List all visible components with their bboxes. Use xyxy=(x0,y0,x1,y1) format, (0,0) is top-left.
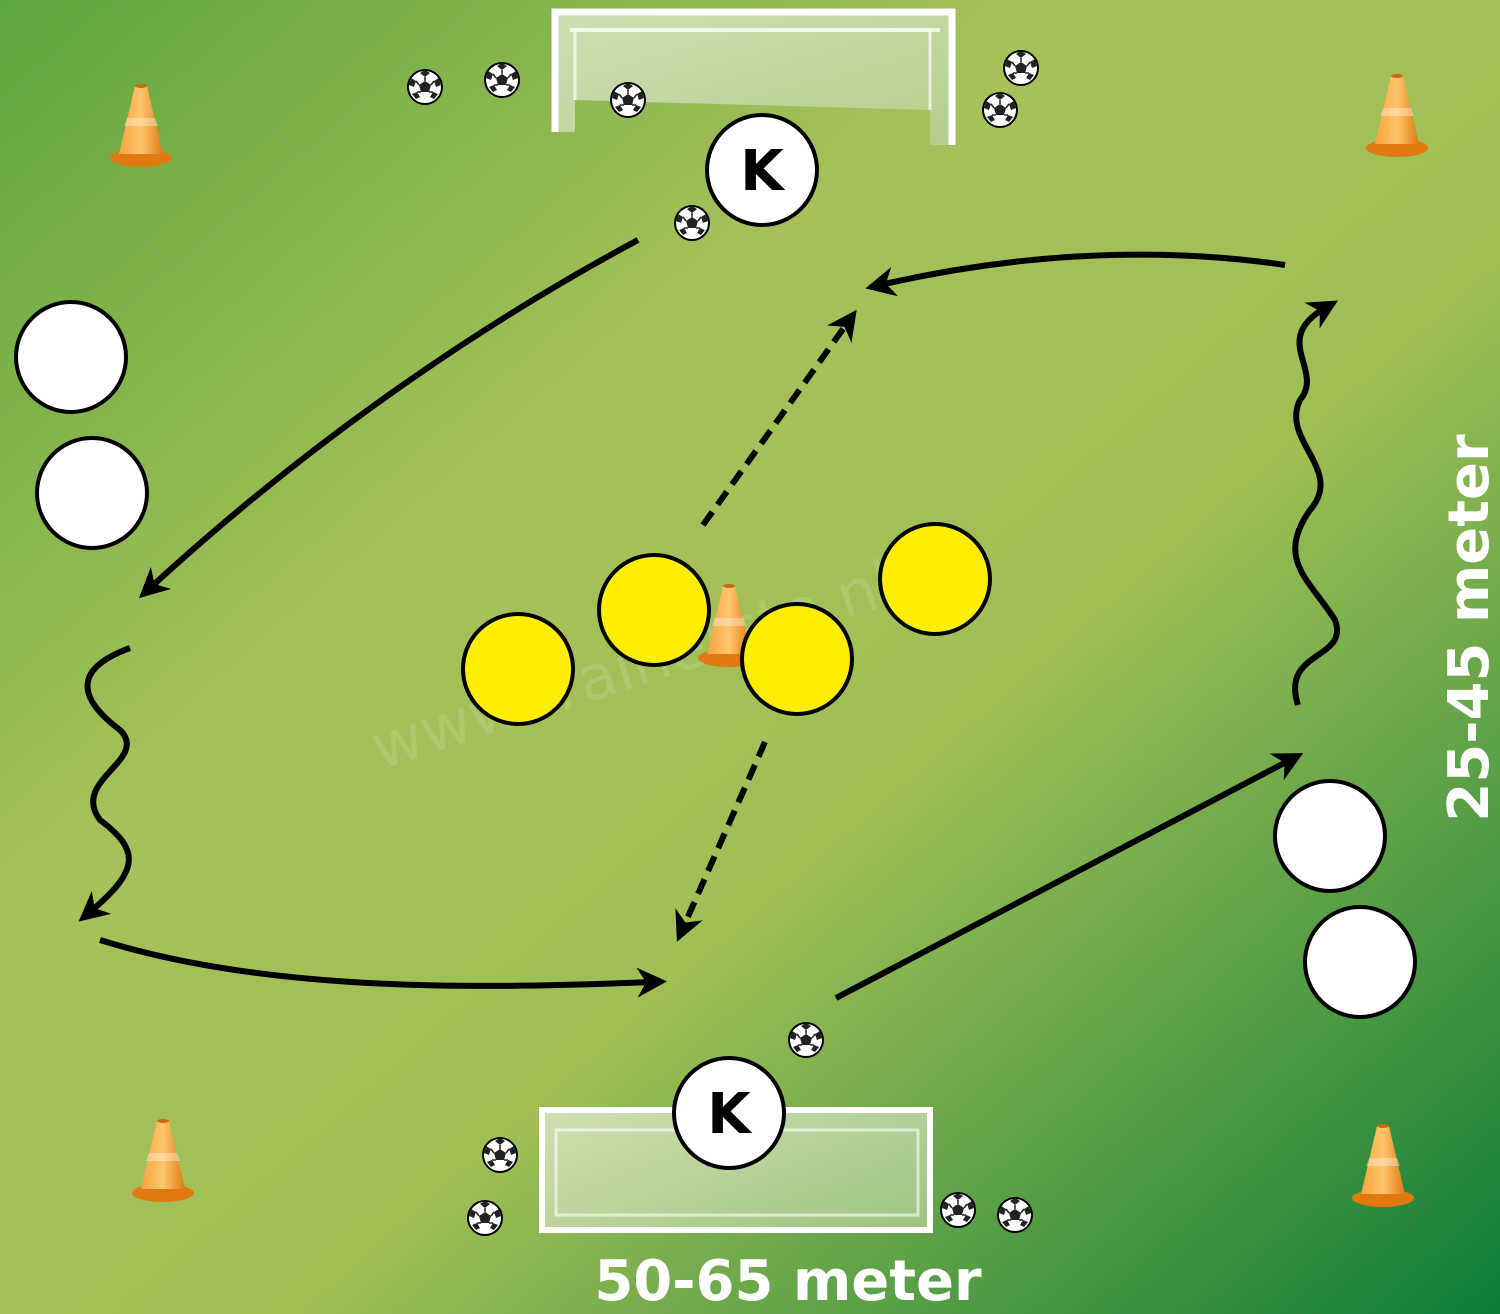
soccer-ball-icon xyxy=(484,62,520,98)
soccer-ball-icon xyxy=(788,1022,824,1058)
soccer-ball-icon xyxy=(482,1137,518,1173)
soccer-ball-icon xyxy=(1003,50,1039,86)
defender-player xyxy=(597,553,711,667)
soccer-ball-icon xyxy=(997,1197,1033,1233)
defender-player xyxy=(461,612,575,726)
soccer-ball-icon xyxy=(982,92,1018,128)
defender-player xyxy=(878,522,992,636)
pass-arrow xyxy=(865,251,1286,297)
movement-arrows xyxy=(78,237,1340,1001)
attacker-player xyxy=(1303,905,1417,1019)
width-label: 50-65 meter xyxy=(594,1249,982,1314)
length-label: 25-45 meter xyxy=(1437,434,1500,822)
soccer-ball-icon xyxy=(407,69,443,105)
pass-arrow xyxy=(99,937,667,998)
soccer-ball-icon xyxy=(610,82,646,118)
keeper-top: K xyxy=(705,113,819,227)
run-arrow xyxy=(675,740,768,942)
attacker-player xyxy=(35,436,149,550)
dribble-arrow xyxy=(1292,300,1340,706)
keeper-bottom: K xyxy=(672,1056,786,1170)
attacker-player xyxy=(1273,779,1387,893)
soccer-ball-icon xyxy=(467,1200,503,1236)
soccer-ball-icon xyxy=(940,1192,976,1228)
pass-arrow xyxy=(138,237,640,599)
pass-arrow xyxy=(834,753,1304,1001)
soccer-ball-icon xyxy=(674,205,710,241)
run-arrow xyxy=(700,309,857,527)
goal-top xyxy=(551,8,956,145)
attacker-player xyxy=(14,300,128,414)
dribble-arrow xyxy=(78,645,132,922)
keeper-bottom-label: K xyxy=(707,1082,753,1147)
defender-player xyxy=(740,602,854,716)
keeper-top-label: K xyxy=(740,139,786,204)
